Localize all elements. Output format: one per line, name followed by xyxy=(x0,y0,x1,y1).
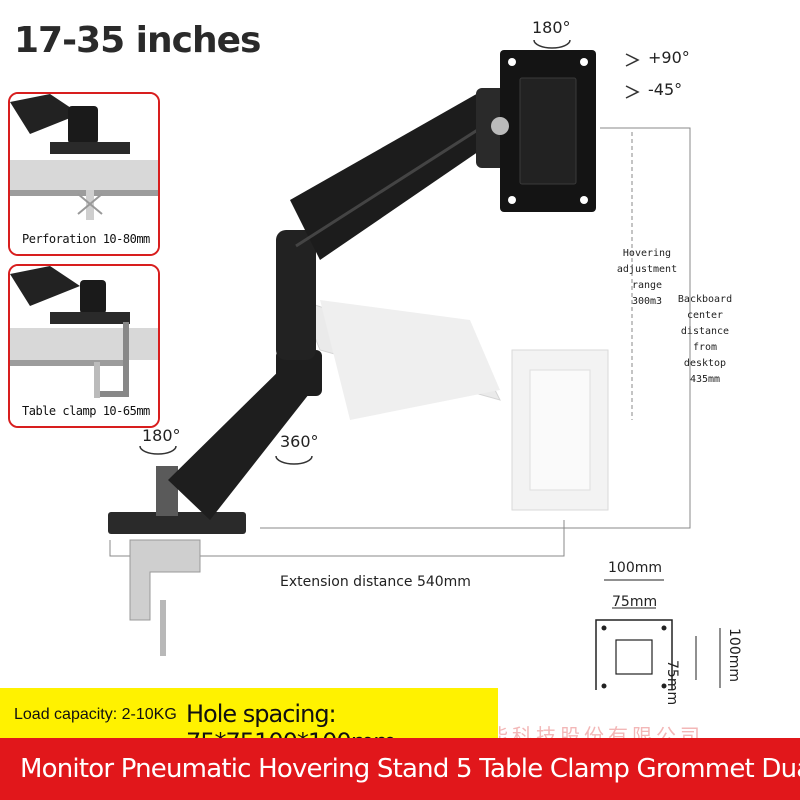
product-title: Monitor Pneumatic Hovering Stand 5 Table… xyxy=(20,754,800,784)
monitor-arm-illustration xyxy=(108,39,721,690)
arm-rotation-label: 360° xyxy=(280,432,319,451)
tilt-up-label: +90° xyxy=(648,48,690,67)
inset-label-perforation: Perforation 10-80mm xyxy=(22,232,150,246)
extension-distance-label: Extension distance 540mm xyxy=(280,574,471,590)
vesa-inner-height-label: 75mm xyxy=(664,660,680,706)
spec-bar: Load capacity: 2-10KG Hole spacing: 75*7… xyxy=(0,688,498,756)
top-rotation-label: 180° xyxy=(532,18,571,37)
vesa-outer-height-label: 100mm xyxy=(726,628,742,682)
base-rotation-label: 180° xyxy=(142,426,181,445)
product-title-bar: Monitor Pneumatic Hovering Stand 5 Table… xyxy=(0,738,800,800)
grommet-inset: Perforation 10-80mm xyxy=(8,92,160,256)
backboard-distance-label: Backboard center distance from desktop 4… xyxy=(677,294,733,385)
hovering-range-label: Hovering adjustment range 300m3 xyxy=(616,248,678,307)
vesa-outer-width-label: 100mm xyxy=(608,560,662,576)
grommet-illustration xyxy=(10,94,158,254)
inset-label-table-clamp: Table clamp 10-65mm xyxy=(22,404,150,418)
vesa-inner-width-label: 75mm xyxy=(612,594,658,610)
size-range-title: 17-35 inches xyxy=(14,20,261,61)
tilt-down-label: -45° xyxy=(648,80,683,99)
clamp-illustration xyxy=(10,266,158,426)
table-clamp-inset: Table clamp 10-65mm xyxy=(8,264,160,428)
load-capacity-text: Load capacity: 2-10KG xyxy=(14,706,177,723)
